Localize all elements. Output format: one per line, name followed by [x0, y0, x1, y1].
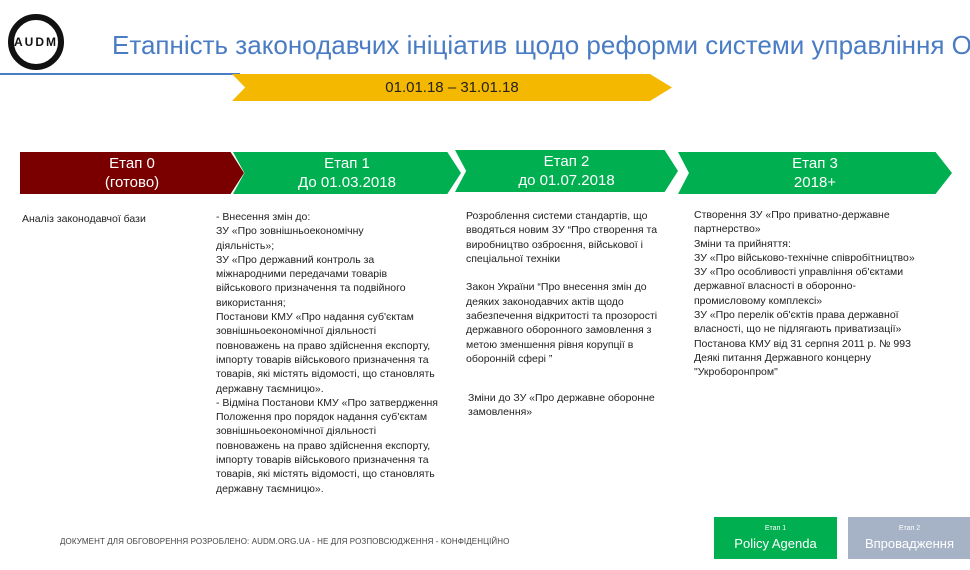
- stage-date: (готово): [104, 174, 160, 191]
- page-title: Етапність законодавчих ініціатив щодо ре…: [112, 30, 970, 60]
- stage-3-arrow: Етап 3 2018+: [678, 152, 952, 194]
- stage-date: до 01.07.2018: [518, 172, 615, 189]
- stage-2-arrow: Етап 2 до 01.07.2018: [455, 150, 678, 192]
- tab-label: Policy Agenda: [734, 536, 817, 551]
- tab-implementation[interactable]: Етап 2 Впровадження: [848, 517, 970, 559]
- stage-name: Етап 0: [109, 155, 155, 172]
- stage-name: Етап 3: [792, 155, 838, 172]
- tab-stage-label: Етап 2: [898, 525, 921, 532]
- stage-name: Етап 2: [543, 153, 590, 170]
- stage-2-description: Розроблення системи стандартів, що вводя…: [466, 210, 658, 365]
- footer-disclaimer: ДОКУМЕНТ ДЛЯ ОБГОВОРЕННЯ РОЗРОБЛЕНО: AUD…: [60, 537, 510, 546]
- stage-0-description: Аналіз законодавчої бази: [22, 213, 146, 225]
- tab-stage-label: Етап 1: [764, 525, 787, 532]
- stage-1-description: - Внесення змін до: ЗУ «Про зовнішньоеко…: [216, 211, 438, 495]
- stage-1-arrow: Етап 1 До 01.03.2018: [233, 152, 461, 194]
- logo-text: AUDM: [14, 35, 58, 49]
- audm-logo: AUDM: [8, 14, 64, 70]
- tab-label: Впровадження: [864, 536, 955, 551]
- stage-date: До 01.03.2018: [298, 174, 396, 191]
- stage-0-arrow: Етап 0 (готово): [20, 152, 244, 194]
- tab-policy-agenda[interactable]: Етап 1 Policy Agenda: [714, 517, 837, 559]
- stage-3-description: Створення ЗУ «Про приватно-державне парт…: [694, 209, 915, 379]
- title-divider: [0, 73, 240, 75]
- period-text: 01.01.18 – 31.01.18: [385, 79, 519, 96]
- stage-name: Етап 1: [324, 155, 370, 172]
- stage-date: 2018+: [793, 174, 837, 191]
- stage-2-extra: Зміни до ЗУ «Про державне оборонне замов…: [468, 392, 655, 419]
- period-banner: 01.01.18 – 31.01.18: [232, 74, 672, 101]
